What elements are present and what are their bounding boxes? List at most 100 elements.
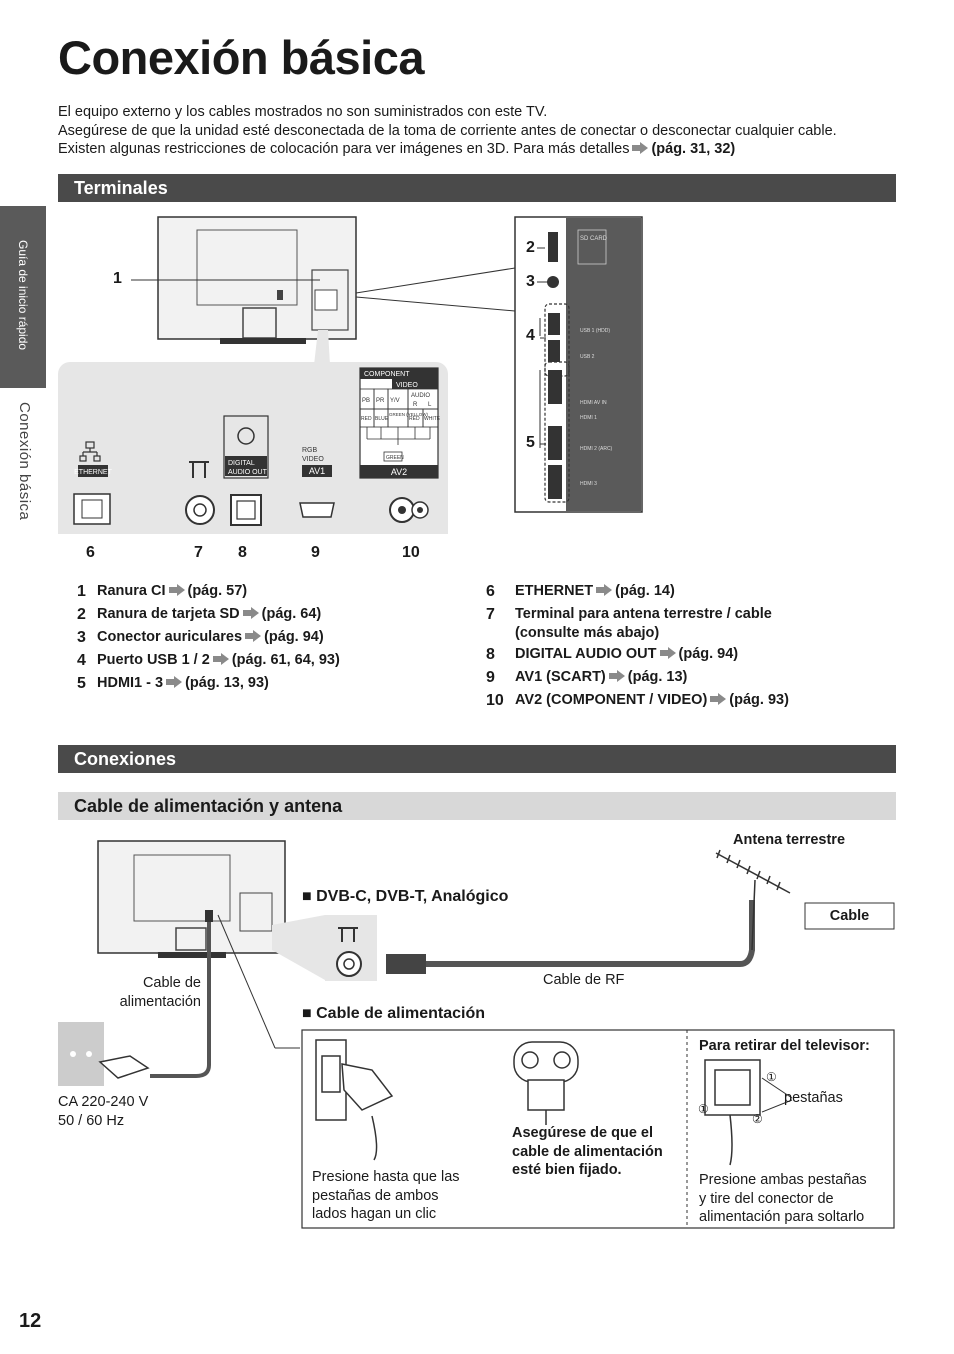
hdmi1-label: HDMI 1 — [580, 415, 597, 421]
digital-audio-label-1: DIGITAL — [228, 460, 255, 467]
tv-back-2 — [97, 840, 286, 954]
red-label: RED — [361, 416, 372, 422]
power-cable-box — [301, 1029, 895, 1229]
antenna-icon — [338, 927, 358, 942]
terminals-diagram: ETHERNET DIGITAL AUDIO OUT RGB VIDEO AV1… — [58, 216, 643, 534]
power-heading: ■ Cable de alimentación — [302, 1005, 485, 1023]
plug-insert-illustration — [315, 1039, 394, 1161]
page-number: 12 — [19, 1310, 42, 1332]
arrow-icon — [242, 607, 259, 619]
network-icon — [79, 441, 101, 462]
callout-2: 2 — [526, 239, 535, 256]
arrow-icon — [245, 630, 262, 642]
hdmi2-label: HDMI 2 (ARC) — [580, 446, 613, 452]
video2-label: VIDEO — [396, 382, 418, 389]
step-2-marker: ② — [752, 1112, 763, 1126]
callout-5: 5 — [526, 434, 535, 451]
yv-label: Y/V — [390, 398, 400, 404]
antenna-port — [185, 495, 215, 525]
callout-1: 1 — [113, 270, 122, 287]
sd-card-label: SD CARD — [580, 236, 608, 242]
arrow-icon — [168, 584, 185, 596]
arrow-icon — [212, 653, 229, 665]
red-label-2: RED — [409, 416, 420, 422]
page-title: Conexión básica — [58, 31, 425, 84]
arrow-icon — [659, 647, 676, 659]
step-1-marker: ① — [766, 1070, 777, 1084]
intro-text: El equipo externo y los cables mostrados… — [58, 103, 837, 159]
intro-line-1: El equipo externo y los cables mostrados… — [58, 104, 548, 120]
optical-port — [230, 494, 262, 526]
box3-title: Para retirar del televisor: — [699, 1038, 870, 1054]
hdmi-av-in-label: HDMI AV IN — [580, 400, 607, 406]
side-tab-subsection: Conexión básica — [16, 402, 33, 521]
arrow-icon — [596, 584, 613, 596]
tabs-label: pestañas — [784, 1090, 843, 1106]
intro-line-3-text: Existen algunas restricciones de colocac… — [58, 141, 630, 157]
section-heading-conexiones: Conexiones — [58, 745, 896, 773]
l-label: L — [428, 402, 432, 408]
callout-4: 4 — [526, 327, 535, 344]
arrow-icon — [710, 693, 727, 705]
dvb-heading: ■ DVB-C, DVB-T, Analógico — [302, 888, 508, 906]
white-label: WHITE — [424, 416, 441, 422]
hdmi3-label: HDMI 3 — [580, 481, 597, 487]
usb1-label: USB 1 (HDD) — [580, 328, 610, 334]
green-label: GREEN — [386, 455, 404, 461]
digital-audio-label-2: AUDIO OUT — [228, 469, 268, 476]
arrow-icon — [166, 676, 183, 688]
dvb-label: DVB-C, DVB-T, Analógico — [316, 888, 509, 905]
callout-9: 9 — [311, 544, 320, 561]
rf-cable-label: Cable de RF — [543, 972, 625, 988]
ethernet-label: ETHERNET — [74, 469, 112, 476]
callout-6: 6 — [86, 544, 95, 561]
pb-label: PB — [362, 398, 370, 404]
callout-7: 7 — [194, 544, 203, 561]
step-1-marker-left: ① — [698, 1102, 709, 1116]
square-bullet-icon: ■ — [302, 1005, 317, 1022]
rf-plug — [386, 954, 426, 974]
blue-label: BLUE — [375, 416, 389, 422]
wall-outlet — [58, 1022, 104, 1086]
tv-back — [157, 216, 357, 340]
antenna-icon — [189, 461, 209, 478]
pr-label: PR — [376, 398, 385, 404]
usb2-label: USB 2 — [580, 354, 595, 360]
antenna-label: Antena terrestre — [733, 832, 846, 848]
callout-10: 10 — [402, 544, 420, 561]
green-yellow-label: GREEN (YELLOW) — [389, 412, 429, 417]
intro-line-2: Asegúrese de que la unidad esté desconec… — [58, 122, 837, 139]
cable-box-label: Cable — [829, 908, 870, 924]
av2-label: AV2 — [391, 467, 407, 477]
r-label: R — [413, 402, 418, 408]
plug-secured-illustration — [513, 1041, 579, 1125]
arrow-icon — [608, 670, 625, 682]
side-tab-section: Guía de inicio rápido — [16, 240, 30, 351]
side-tab — [0, 206, 46, 388]
subheading-cable: Cable de alimentación y antena — [58, 792, 896, 820]
plug-remove-illustration — [704, 1059, 793, 1166]
rgb-label: RGB — [302, 447, 318, 454]
square-bullet-icon: ■ — [302, 888, 317, 905]
section-heading-terminales: Terminales — [58, 174, 896, 202]
intro-ref[interactable]: (pág. 31, 32) — [651, 141, 736, 157]
audio-label: AUDIO — [411, 393, 430, 399]
connection-diagram — [58, 840, 895, 1229]
av1-label: AV1 — [309, 466, 325, 476]
